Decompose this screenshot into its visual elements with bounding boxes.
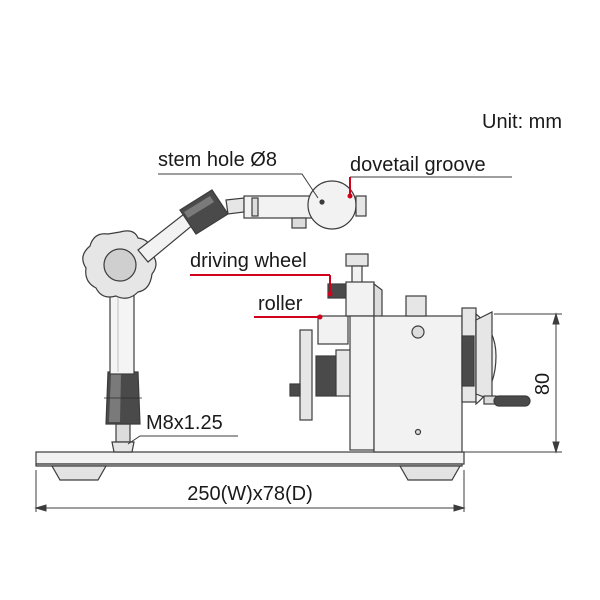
dovetail-groove-label: dovetail groove xyxy=(350,154,486,176)
unit-label: Unit: mm xyxy=(482,111,562,133)
callout-driving-wheel: driving wheel xyxy=(190,250,333,297)
callout-stem-hole: stem hole Ø8 xyxy=(158,149,319,199)
callout-dovetail-groove: dovetail groove xyxy=(347,154,512,199)
ball-head xyxy=(307,180,357,230)
callout-thread: M8x1.25 xyxy=(127,412,238,445)
roller-label: roller xyxy=(258,293,303,315)
width-depth-dimension: 250(W)x78(D) xyxy=(187,483,313,505)
tester-body xyxy=(289,253,531,453)
height-dimension: 80 xyxy=(532,373,554,395)
dimension-lines xyxy=(34,312,562,512)
thread-label: M8x1.25 xyxy=(146,412,223,434)
callout-roller: roller xyxy=(254,293,323,320)
left-foot xyxy=(50,465,108,481)
base-plate xyxy=(35,451,465,481)
stem-hole-label: stem hole Ø8 xyxy=(158,149,277,171)
stand-arm xyxy=(82,180,367,453)
driving-wheel-label: driving wheel xyxy=(190,250,307,272)
right-foot xyxy=(398,465,462,481)
